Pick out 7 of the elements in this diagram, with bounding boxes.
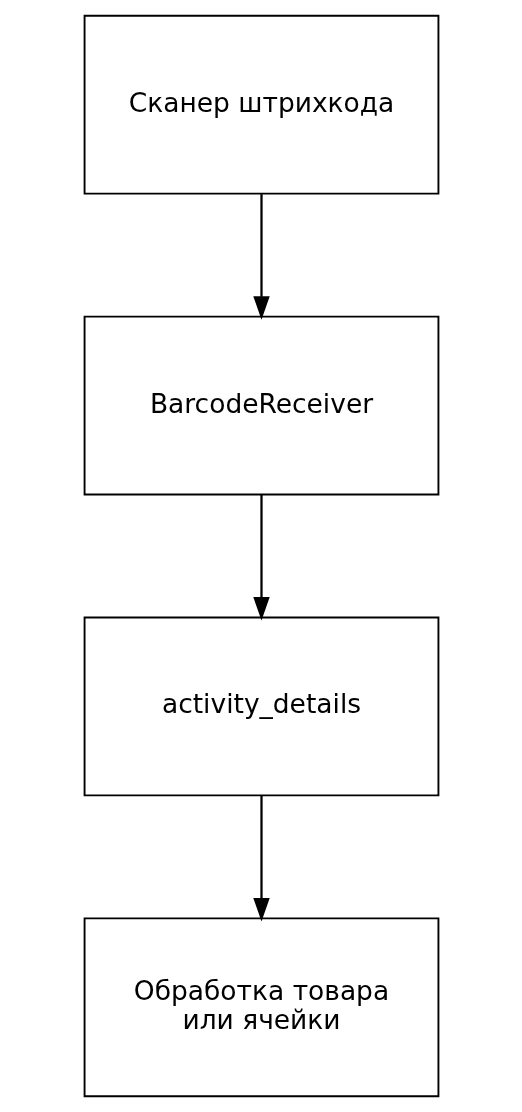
- arrow: [252, 795, 270, 922]
- node-box: Сканер штрихкода: [83, 14, 439, 195]
- arrow: [252, 495, 270, 621]
- node-box: Обработка товара или ячейки: [83, 917, 439, 1098]
- arrow: [252, 194, 270, 320]
- node-box: activity_details: [83, 616, 439, 797]
- node-box: BarcodeReceiver: [83, 315, 439, 496]
